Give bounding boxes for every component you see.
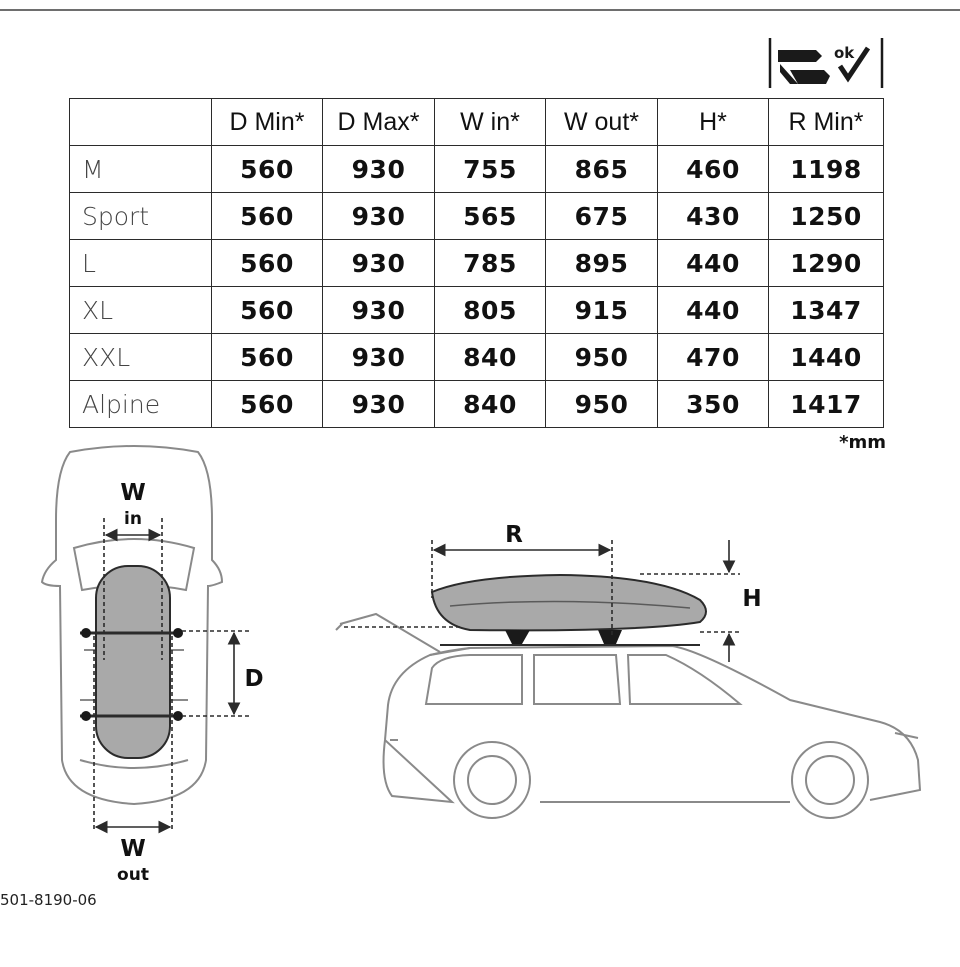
trunk-opening-ok-icon: ok	[768, 38, 884, 88]
roof-box-side-view	[430, 573, 707, 646]
cell-w-in: 565	[434, 192, 546, 240]
cell-r-min: 1290	[768, 239, 884, 287]
table-row: L 560 930 785 895 440 1290	[69, 239, 884, 287]
row-name: Sport	[69, 192, 212, 240]
cell-d-max: 930	[322, 286, 435, 334]
d-dimension	[182, 630, 250, 717]
cell-h: 460	[657, 145, 769, 193]
ok-label: ok	[834, 44, 855, 62]
cell-d-max: 930	[322, 192, 435, 240]
specifications-table: D Min* D Max* W in* W out* H* R Min* M 5…	[69, 98, 884, 428]
w-out-dimension	[93, 636, 173, 834]
top-divider	[0, 9, 960, 11]
row-name: L	[69, 239, 212, 287]
header-h: H*	[657, 98, 769, 146]
cell-h: 350	[657, 380, 769, 428]
cell-d-max: 930	[322, 380, 435, 428]
table-row: XXL 560 930 840 950 470 1440	[69, 333, 884, 381]
cell-r-min: 1347	[768, 286, 884, 334]
cell-h: 470	[657, 333, 769, 381]
table-row: M 560 930 755 865 460 1198	[69, 145, 884, 193]
cell-d-max: 930	[322, 145, 435, 193]
cell-w-out: 950	[545, 333, 658, 381]
h-label: H	[742, 586, 761, 612]
cell-d-max: 930	[322, 333, 435, 381]
table-header-row: D Min* D Max* W in* W out* H* R Min*	[69, 98, 884, 146]
cell-d-max: 930	[322, 239, 435, 287]
table-row: XL 560 930 805 915 440 1347	[69, 286, 884, 334]
cell-w-in: 755	[434, 145, 546, 193]
cell-h: 440	[657, 286, 769, 334]
header-d-max: D Max*	[322, 98, 435, 146]
cell-d-min: 560	[211, 239, 323, 287]
cell-w-in: 785	[434, 239, 546, 287]
cell-w-in: 840	[434, 380, 546, 428]
w-out-sublabel: out	[117, 865, 149, 885]
w-in-sublabel: in	[124, 509, 142, 529]
row-name: XL	[69, 286, 212, 334]
w-in-dimension	[103, 518, 163, 660]
part-number: 501-8190-06	[0, 891, 97, 909]
roof-box-top-view	[95, 565, 171, 759]
cell-w-in: 840	[434, 333, 546, 381]
cell-d-min: 560	[211, 380, 323, 428]
header-empty	[69, 98, 212, 146]
w-in-label: W	[120, 480, 145, 506]
table-row: Alpine 560 930 840 950 350 1417	[69, 380, 884, 428]
unit-note: *mm	[839, 432, 886, 453]
d-label: D	[244, 666, 263, 692]
row-name: Alpine	[69, 380, 212, 428]
cell-r-min: 1198	[768, 145, 884, 193]
cell-w-out: 950	[545, 380, 658, 428]
cell-d-min: 560	[211, 192, 323, 240]
cell-w-in: 805	[434, 286, 546, 334]
cell-w-out: 895	[545, 239, 658, 287]
car-side-view	[335, 612, 922, 804]
r-dimension	[344, 540, 613, 636]
cell-h: 440	[657, 239, 769, 287]
cell-r-min: 1250	[768, 192, 884, 240]
dimension-diagram: W in D W out	[40, 445, 922, 885]
cell-r-min: 1440	[768, 333, 884, 381]
header-w-in: W in*	[434, 98, 546, 146]
w-out-label: W	[120, 836, 145, 862]
cell-w-out: 915	[545, 286, 658, 334]
header-w-out: W out*	[545, 98, 658, 146]
cell-d-min: 560	[211, 145, 323, 193]
r-label: R	[505, 522, 523, 548]
row-name: XXL	[69, 333, 212, 381]
header-r-min: R Min*	[768, 98, 884, 146]
cell-w-out: 865	[545, 145, 658, 193]
row-name: M	[69, 145, 212, 193]
roof-bar-feet	[81, 628, 183, 721]
roof-bars-top-view	[80, 631, 182, 718]
cell-r-min: 1417	[768, 380, 884, 428]
car-wheels	[453, 741, 869, 819]
table-row: Sport 560 930 565 675 430 1250	[69, 192, 884, 240]
header-d-min: D Min*	[211, 98, 323, 146]
h-dimension	[640, 540, 740, 662]
cell-h: 430	[657, 192, 769, 240]
cell-d-min: 560	[211, 333, 323, 381]
cell-d-min: 560	[211, 286, 323, 334]
cell-w-out: 675	[545, 192, 658, 240]
